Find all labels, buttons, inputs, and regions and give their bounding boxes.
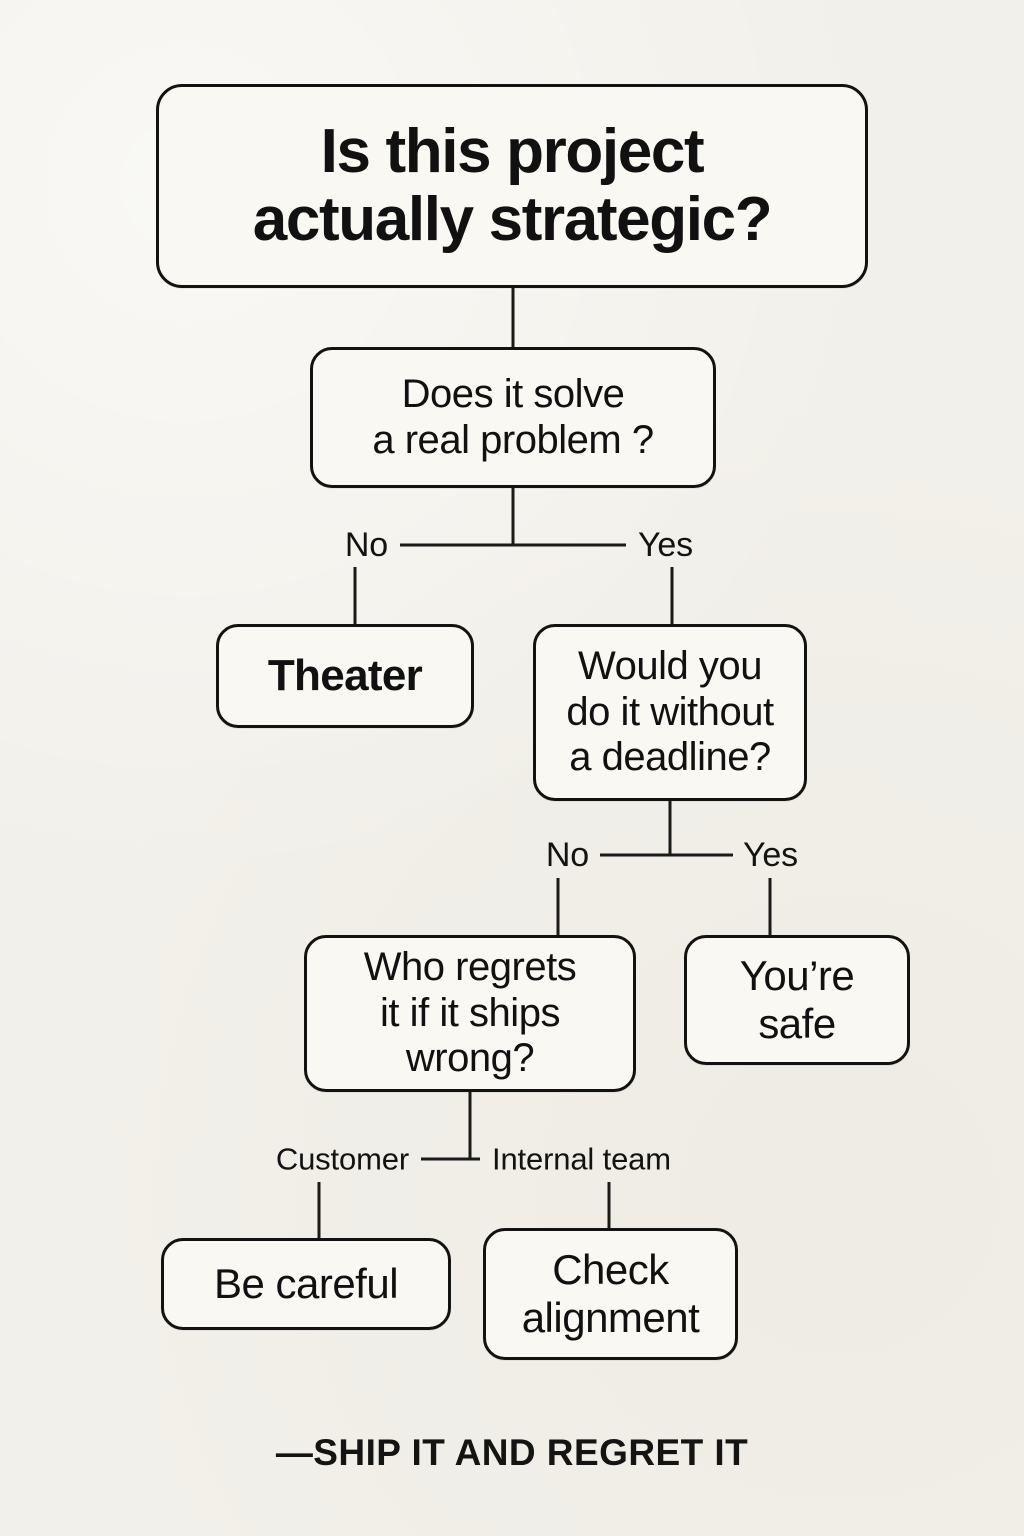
node-be-careful-label: Be careful xyxy=(213,1260,399,1308)
node-solves-real-problem-label: Does it solve a real problem ? xyxy=(372,371,654,462)
node-who-regrets[interactable]: Who regrets it if it ships wrong? xyxy=(304,935,636,1092)
node-without-deadline[interactable]: Would you do it without a deadline? xyxy=(533,624,807,801)
node-check-alignment[interactable]: Check alignment xyxy=(483,1228,738,1360)
node-theater[interactable]: Theater xyxy=(216,624,474,728)
edge-label-q1-no: No xyxy=(344,526,388,564)
node-check-alignment-label: Check alignment xyxy=(521,1246,700,1341)
node-be-careful[interactable]: Be careful xyxy=(161,1238,451,1330)
node-without-deadline-label: Would you do it without a deadline? xyxy=(566,644,774,780)
node-youre-safe-label: You’re safe xyxy=(739,952,855,1047)
edge-label-q3-internal-team: Internal team xyxy=(492,1141,671,1177)
edge-label-q2-no: No xyxy=(545,836,589,874)
node-who-regrets-label: Who regrets it if it ships wrong? xyxy=(363,945,577,1081)
node-root-label: Is this project actually strategic? xyxy=(252,116,773,254)
edge-label-q1-yes: Yes xyxy=(638,526,693,564)
edge-label-q2-yes: Yes xyxy=(743,836,798,874)
edge-label-q3-customer: Customer xyxy=(275,1141,409,1177)
node-youre-safe[interactable]: You’re safe xyxy=(684,935,910,1065)
node-solves-real-problem[interactable]: Does it solve a real problem ? xyxy=(310,347,716,488)
node-root-question[interactable]: Is this project actually strategic? xyxy=(156,84,868,288)
footer-caption: —SHIP IT AND REGRET IT xyxy=(275,1432,749,1473)
node-theater-label: Theater xyxy=(267,650,423,700)
